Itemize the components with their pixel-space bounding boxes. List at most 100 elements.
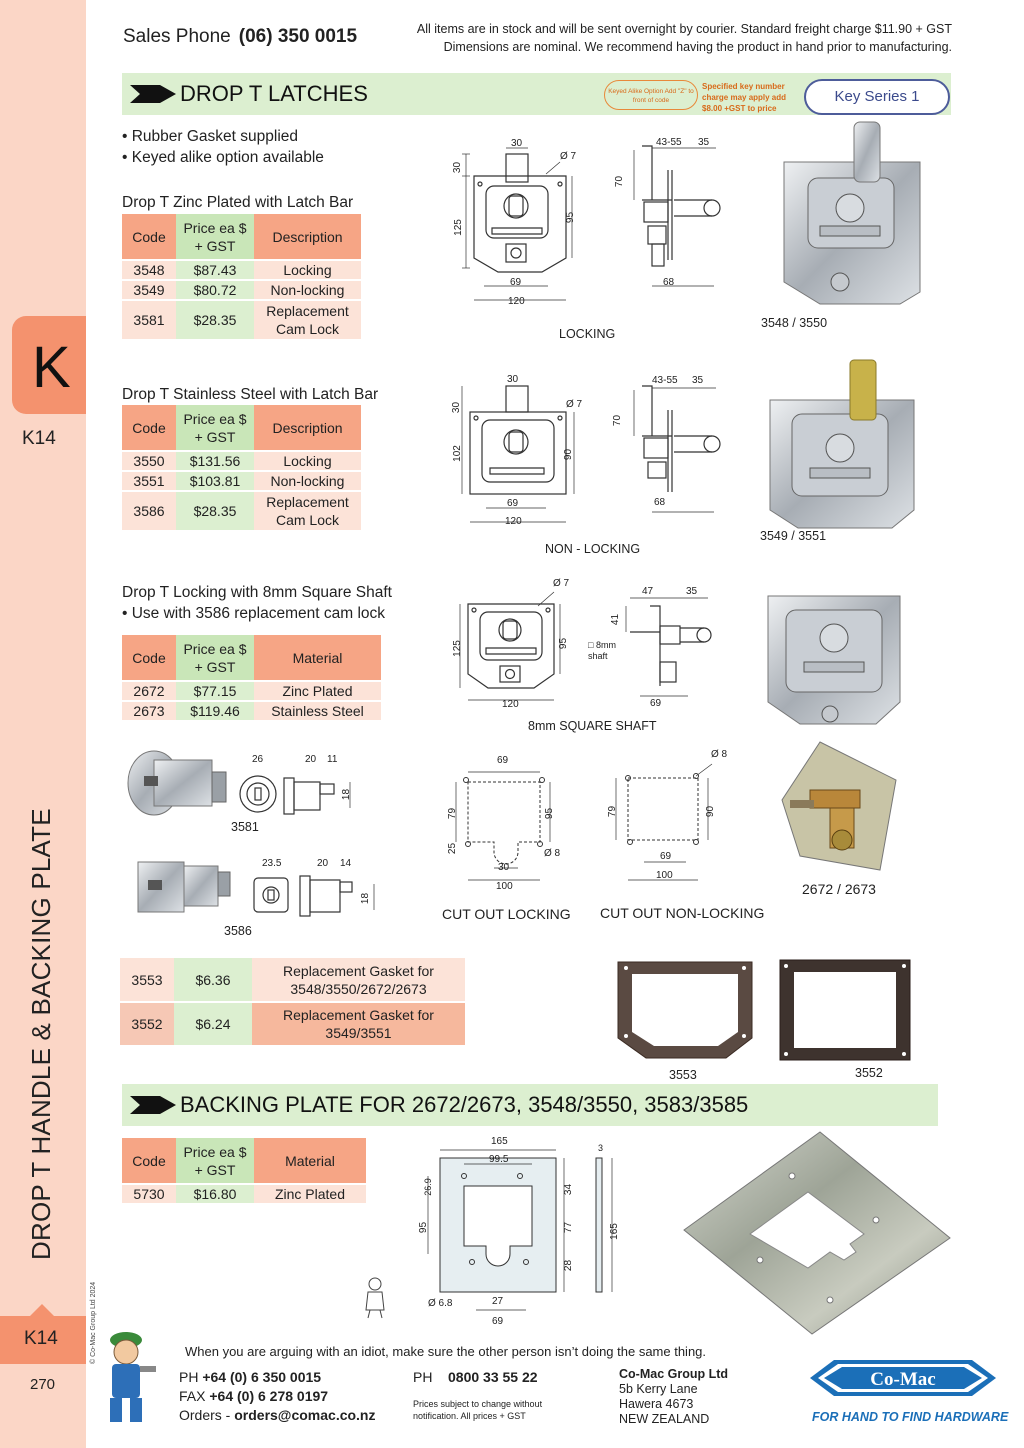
page-number: 270: [30, 1376, 56, 1393]
cell-price: $80.72: [176, 280, 254, 301]
stainless-price-table: Code Price ea $ + GST Description 3550$1…: [122, 405, 361, 532]
photo-backing-plate: [683, 1131, 951, 1335]
ph-label: PH: [179, 1369, 199, 1385]
dim-3: 3: [598, 1143, 604, 1153]
dim-30c: 30: [498, 862, 510, 873]
dim-6-8: Ø 6.8: [428, 1298, 453, 1309]
dim-69d: 69: [497, 755, 509, 766]
cell-code: 3549: [122, 280, 176, 301]
cell-description: Non-locking: [254, 471, 361, 492]
dim-99-5: 99.5: [489, 1154, 509, 1165]
ph-number[interactable]: +64 (0) 6 350 0015: [202, 1369, 322, 1385]
dim-30: 30: [511, 138, 523, 149]
orders-label: Orders -: [179, 1407, 231, 1423]
section-letter-tab[interactable]: K: [12, 316, 86, 414]
col-material: Material: [254, 1138, 366, 1185]
footer-address: Co-Mac Group Ltd 5b Kerry Lane Hawera 46…: [619, 1367, 728, 1427]
table-header-row: Code Price ea $ + GST Material: [122, 1138, 366, 1185]
footer-freephone: PH 0800 33 55 22: [413, 1368, 538, 1387]
table-header-row: Code Price ea $ + GST Material: [122, 635, 381, 682]
dim-26: 26: [252, 754, 264, 765]
dim-165b: 165: [608, 1223, 620, 1240]
sales-phone-number[interactable]: (06) 350 0015: [238, 26, 358, 47]
col-description: Description: [254, 214, 361, 261]
dim-69f: 69: [492, 1316, 504, 1327]
dim-100: 100: [496, 881, 513, 892]
ph2-number[interactable]: 0800 33 55 22: [448, 1369, 538, 1385]
label-non-locking: NON - LOCKING: [545, 542, 641, 556]
dim-95: 95: [565, 211, 577, 224]
label-8mm-shaft: □ 8mm shaft: [588, 640, 616, 661]
dim-23-5: 23.5: [262, 858, 282, 869]
dim-11: 11: [327, 754, 338, 765]
dim-95c: 95: [558, 637, 570, 650]
photo-2672-2673: [781, 741, 897, 871]
photo-3549-3551: [769, 359, 915, 529]
orders-email-link[interactable]: orders@comac.co.nz: [234, 1407, 376, 1423]
label-3586: 3586: [224, 924, 252, 938]
dim-26-9: 26.9: [422, 1178, 433, 1196]
dim-68: 68: [663, 277, 675, 288]
cell-code: 3581: [122, 300, 176, 341]
col-code: Code: [122, 1138, 176, 1185]
label-3549-3551: 3549 / 3551: [760, 529, 827, 543]
header-note: All items are in stock and will be sent …: [352, 20, 952, 56]
dim-95e: 95: [418, 1221, 430, 1234]
cut-out-non-locking-drawing: [615, 763, 713, 881]
keyed-alike-badge: Keyed Alike Option Add "Z" to front of c…: [604, 80, 698, 110]
col-price: Price ea $ + GST: [176, 635, 254, 682]
footer-quote: When you are arguing with an idiot, make…: [185, 1344, 707, 1359]
cell-price: $16.80: [176, 1184, 254, 1205]
square-title: Drop T Locking with 8mm Square Shaft: [122, 584, 392, 601]
dim-35b: 35: [692, 375, 704, 386]
dim-70: 70: [614, 175, 626, 188]
tagline: FOR HAND TO FIND HARDWARE: [812, 1410, 1009, 1424]
dim-7: Ø 7: [560, 151, 577, 162]
dim-28: 28: [563, 1259, 575, 1272]
col-code: Code: [122, 214, 176, 261]
dim-30-v: 30: [452, 161, 464, 174]
footer-phone: PH +64 (0) 6 350 0015: [179, 1368, 321, 1387]
dim-125: 125: [452, 219, 464, 236]
cell-price: $119.46: [176, 701, 254, 722]
backing-title: BACKING PLATE FOR 2672/2673, 3548/3550, …: [180, 1092, 749, 1117]
dim-14: 14: [340, 858, 352, 869]
dim-100b: 100: [656, 870, 673, 881]
backing-price-table: Code Price ea $ + GST Material 5730$16.8…: [122, 1138, 366, 1205]
photo-cam-3586: [137, 861, 231, 913]
dim-77: 77: [563, 1221, 575, 1234]
dim-69: 69: [510, 277, 522, 288]
label-gasket-3552: 3552: [855, 1066, 883, 1080]
col-code: Code: [122, 635, 176, 682]
bullet-gasket: • Rubber Gasket supplied: [122, 128, 299, 145]
sales-phone: Sales Phone(06) 350 0015: [123, 26, 357, 48]
label-cut-locking: CUT OUT LOCKING: [442, 906, 571, 922]
locking-front-drawing: [462, 147, 573, 301]
dim-120: 120: [508, 296, 525, 307]
cell-code: 2672: [122, 681, 176, 702]
label-3581: 3581: [231, 820, 259, 834]
fax-number[interactable]: +64 (0) 6 278 0197: [209, 1388, 329, 1404]
cell-price: $28.35: [176, 300, 254, 341]
dim-125c: 125: [451, 640, 463, 657]
cell-price: $77.15: [176, 681, 254, 702]
photo-gasket-3553: [617, 961, 753, 1059]
key-series-button[interactable]: Key Series 1: [804, 79, 950, 115]
arrow-right-icon: [130, 1096, 176, 1114]
co-mac-logo[interactable]: Co-Mac: [810, 1356, 996, 1400]
photo-cam-3581: [127, 750, 227, 816]
cell-material: Zinc Plated: [254, 681, 381, 702]
cell-code: 3553: [120, 958, 174, 1003]
locking-side-drawing: [633, 145, 721, 287]
